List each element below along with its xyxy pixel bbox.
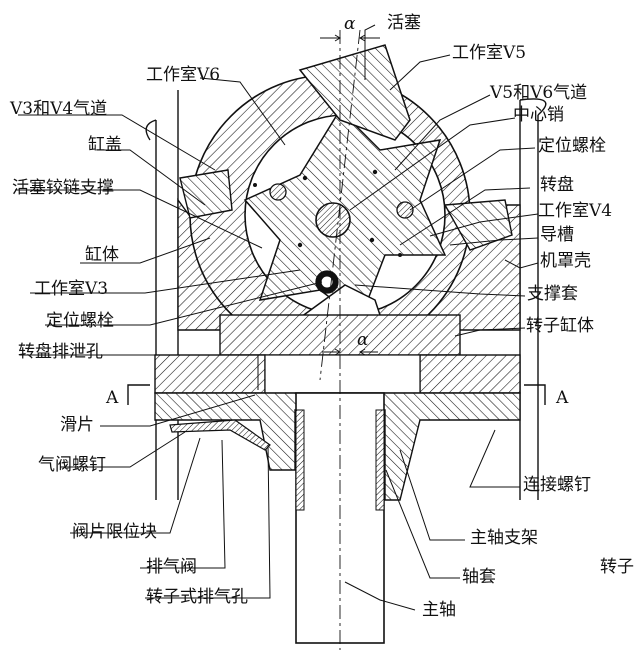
cover-left: [179, 169, 233, 219]
label-edge-text: 转子: [600, 557, 634, 577]
label-valve-screw: 气阀螺钉: [38, 455, 106, 475]
label-exhaust-valve: 排气阀: [146, 557, 197, 577]
rotor-cylinder-right: [419, 354, 521, 394]
label-center-pin: 中心销: [513, 105, 564, 125]
label-housing: 机罩壳: [540, 251, 591, 271]
alpha-label-bottom: α: [357, 330, 369, 350]
label-rotor-exhaust-hole: 转子式排气孔: [146, 587, 248, 607]
label-piston-hinge: 活塞铰链支撑: [12, 178, 114, 198]
label-locating-bolt-left: 定位螺栓: [46, 311, 114, 331]
label-turntable-drain: 转盘排泄孔: [18, 342, 103, 362]
label-piston: 活塞: [387, 13, 421, 33]
spindle-bracket: [154, 392, 521, 501]
label-connecting-screw: 连接螺钉: [523, 475, 591, 495]
label-locating-bolt-top: 定位螺栓: [538, 136, 606, 156]
tilt-axis: [319, 29, 361, 381]
label-rotor-cylinder: 转子缸体: [526, 316, 594, 336]
label-support-sleeve: 支撑套: [527, 284, 578, 304]
label-cylinder-body: 缸体: [85, 245, 119, 265]
turntable-pins: [253, 169, 402, 257]
label-v5v6-channel: V5和V6气道: [490, 83, 588, 103]
label-chamber-v4: 工作室V4: [538, 201, 613, 221]
piston-top: [298, 44, 411, 141]
center-pin: [315, 202, 351, 238]
label-main-shaft: 主轴: [422, 600, 456, 620]
valve-plate: [169, 419, 271, 451]
label-chamber-v6: 工作室V6: [146, 65, 221, 85]
label-v3v4-channel: V3和V4气道: [10, 99, 108, 119]
label-spindle-bracket: 主轴支架: [470, 528, 538, 548]
leader-lines: [15, 24, 539, 611]
rotor-cylinder-left: [154, 354, 266, 394]
alpha-dimension-top: [320, 34, 380, 42]
label-chamber-v5: 工作室V5: [452, 43, 527, 63]
piston-right-arm: [443, 199, 513, 251]
label-guide-groove: 导槽: [540, 225, 574, 245]
label-section-a-right: A: [556, 388, 569, 408]
alpha-label-top: α: [344, 14, 356, 34]
label-slide: 滑片: [60, 415, 94, 435]
label-section-a-left: A: [106, 388, 119, 408]
section-markers: [127, 384, 546, 405]
label-cylinder-cover: 缸盖: [88, 135, 122, 155]
label-shaft-sleeve: 轴套: [462, 567, 496, 587]
label-chamber-v3: 工作室V3: [34, 279, 109, 299]
locating-bolt-small-right: [396, 201, 414, 219]
rotor-cylinder-mid: [264, 354, 421, 394]
label-turntable: 转盘: [540, 175, 574, 195]
alpha-dimension-bottom: [322, 348, 378, 356]
label-valve-limit-block: 阀片限位块: [72, 522, 157, 542]
locating-bolt-small-left: [269, 183, 287, 201]
